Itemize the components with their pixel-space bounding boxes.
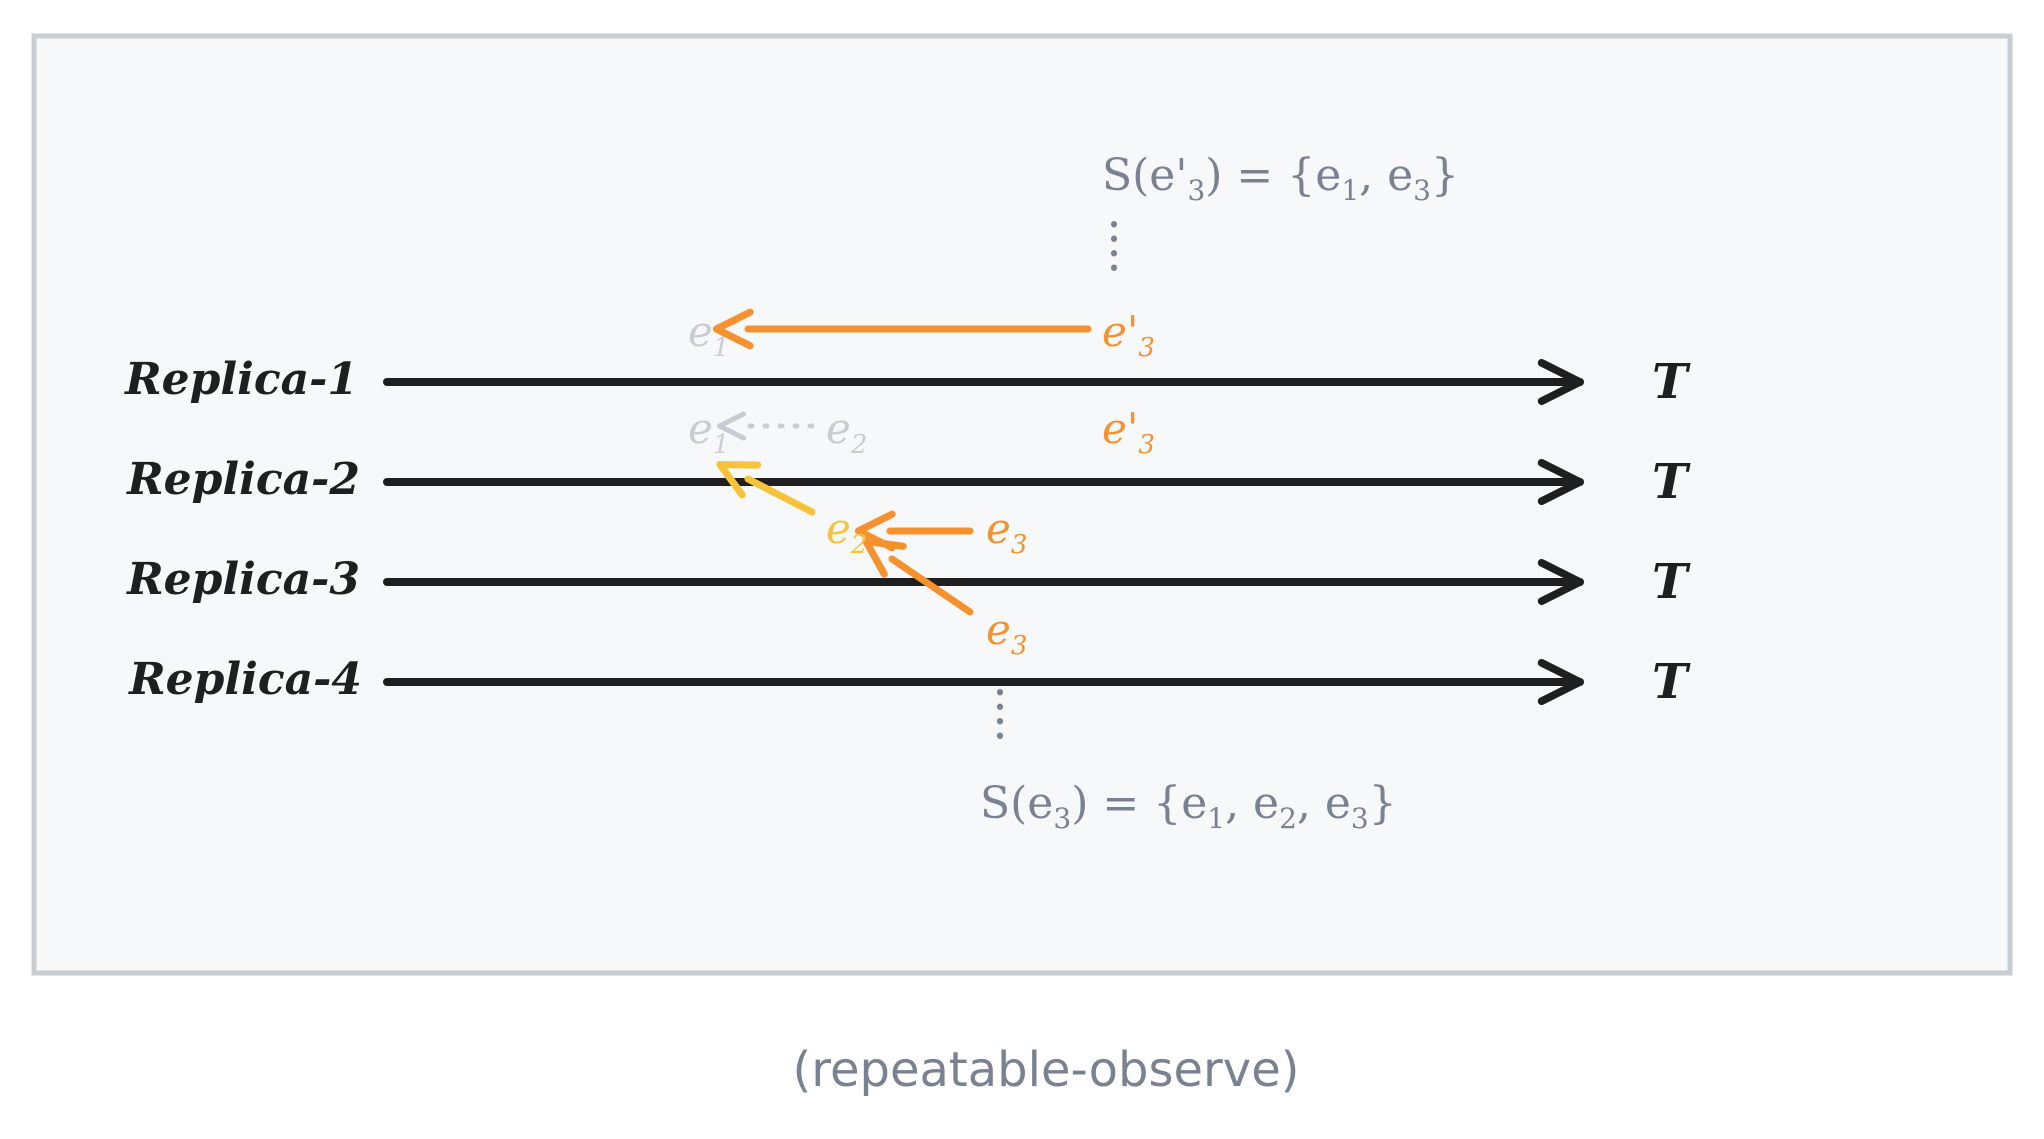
replica-row-4: Replica-4 T	[127, 654, 1691, 710]
event-label-r1-e3-prime: e'3	[1102, 307, 1155, 363]
time-label: T	[1652, 554, 1691, 610]
replica-label: Replica-2	[125, 454, 360, 505]
set-annotation-bottom: S(e3) = {e1, e2, e3}	[980, 778, 1397, 835]
replica-label: Replica-3	[125, 554, 360, 605]
observe-arrow-r4-e3-to-e2	[862, 537, 974, 616]
event-label-r2-e3-prime: e'3	[1102, 404, 1155, 460]
replica-label: Replica-1	[123, 354, 358, 405]
set-annotation-top: S(e'3) = {e1, e3}	[1102, 150, 1459, 207]
event-label-r2-e1: e1	[688, 404, 729, 460]
replica-row-3: Replica-3 T	[125, 554, 1691, 610]
replica-row-2: Replica-2 T	[125, 454, 1691, 510]
event-label-r1-e1: e1	[688, 307, 729, 363]
replica-row-1: Replica-1 T	[123, 354, 1691, 410]
event-label-r3-e2: e2	[826, 504, 867, 560]
observe-arrow-e2-to-replica-2	[716, 460, 816, 516]
diagram-frame	[31, 33, 2013, 976]
time-label: T	[1652, 454, 1691, 510]
replica-label: Replica-4	[127, 654, 362, 705]
time-label: T	[1652, 354, 1691, 410]
figure-caption: (repeatable-observe)	[793, 1042, 1300, 1098]
event-label-r4-e3: e3	[986, 605, 1027, 661]
time-label: T	[1652, 654, 1691, 710]
event-label-r3-e3: e3	[986, 504, 1027, 560]
event-label-r2-e2: e2	[826, 404, 867, 460]
